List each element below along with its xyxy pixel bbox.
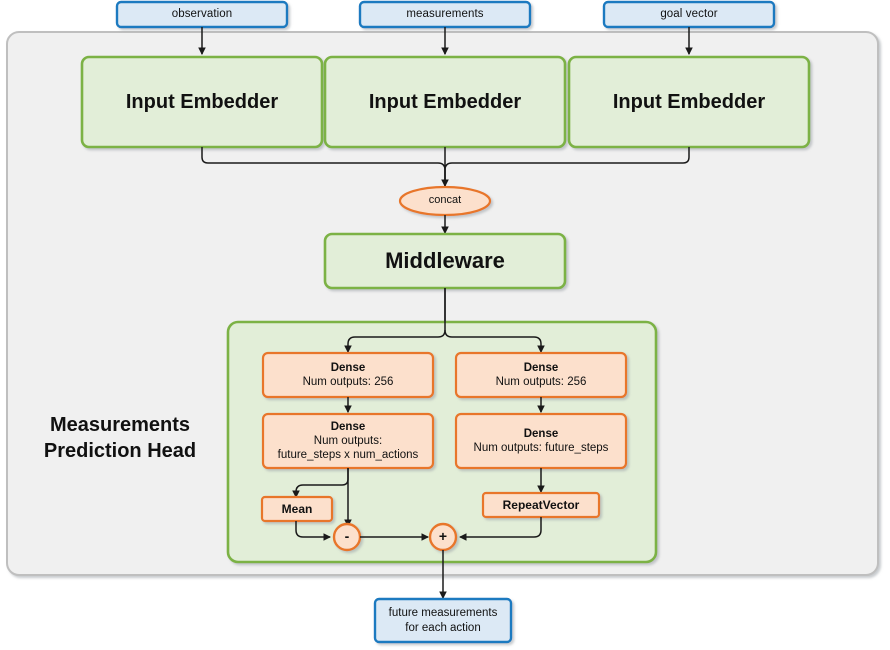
edge-embedder3-to-concat bbox=[444, 147, 690, 186]
dense-box-left-2[interactable] bbox=[261, 412, 435, 470]
dense-box-right-2[interactable] bbox=[454, 412, 628, 470]
dense-box-right-1[interactable] bbox=[454, 351, 628, 399]
mean-box[interactable] bbox=[260, 495, 334, 523]
edge-split-to-dense-right bbox=[444, 329, 545, 354]
input-box-goal-vector[interactable] bbox=[602, 0, 776, 29]
middleware-box[interactable] bbox=[323, 232, 567, 290]
edge-repeatvector-to-plus bbox=[458, 517, 542, 541]
edge-mean-to-minus bbox=[295, 521, 332, 541]
input-embedder-box-2[interactable] bbox=[323, 55, 567, 149]
concat-node[interactable] bbox=[398, 185, 492, 217]
add-op-node[interactable] bbox=[428, 522, 458, 552]
edge-split-to-dense-left bbox=[344, 329, 446, 354]
repeat-vector-box[interactable] bbox=[481, 491, 601, 519]
subtract-op-node[interactable] bbox=[332, 522, 362, 552]
dense-box-left-1[interactable] bbox=[261, 351, 435, 399]
output-box[interactable] bbox=[373, 597, 513, 644]
input-embedder-box-1[interactable] bbox=[80, 55, 324, 149]
input-box-observation[interactable] bbox=[115, 0, 289, 29]
input-embedder-box-3[interactable] bbox=[567, 55, 811, 149]
input-box-measurements[interactable] bbox=[358, 0, 532, 29]
